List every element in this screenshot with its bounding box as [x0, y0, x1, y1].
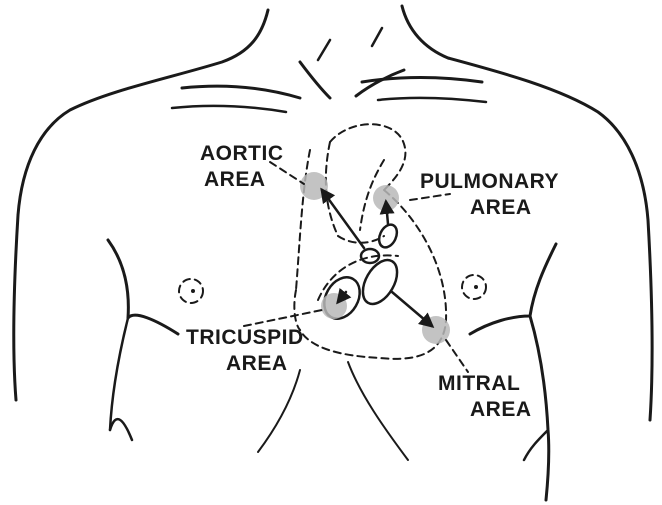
right-side-branch	[524, 430, 548, 460]
neck-line-right	[372, 28, 382, 46]
neck-notch-left	[300, 62, 330, 98]
right-rib-margin	[348, 362, 408, 460]
clavicles	[172, 78, 486, 113]
pulmonary-label-line1: PULMONARY	[420, 170, 559, 193]
tricuspid-label-line1: TRICUSPID	[186, 326, 304, 349]
torso-outline	[14, 6, 652, 420]
heart-outline	[294, 124, 446, 359]
mitral-leader	[446, 340, 468, 372]
aortic-label-line2: AREA	[204, 168, 266, 191]
left-rib-margin	[258, 370, 300, 452]
mitral-label-line1: MITRAL	[438, 372, 520, 395]
left-side-line	[110, 318, 128, 430]
right-clavicle-lower	[378, 98, 486, 102]
mitral-valve	[356, 254, 404, 310]
svc-dashed	[296, 150, 310, 290]
right-side-line	[530, 316, 549, 500]
tricuspid-leader	[244, 310, 322, 326]
heart-border-left-dashed	[294, 290, 300, 330]
atrial-border-dashed	[318, 255, 398, 300]
pulmonary-label-line2: AREA	[470, 196, 532, 219]
mitral-label-line2: AREA	[470, 398, 532, 421]
aortic-label-line1: AORTIC	[200, 142, 284, 165]
right-armpit-line	[470, 244, 556, 334]
rib-margin	[258, 362, 408, 460]
neck-line-left	[318, 40, 330, 60]
aortic-leader	[270, 162, 304, 184]
pulmonary-leader	[410, 194, 450, 200]
left-clavicle	[182, 86, 300, 98]
aortic-arch-dashed	[330, 124, 405, 190]
tricuspid-label-line2: AREA	[226, 352, 288, 375]
pulmonary-valve	[376, 222, 401, 251]
left-armpit-line	[108, 240, 178, 334]
left-side-branch	[110, 419, 132, 440]
mitral-arrow	[392, 292, 432, 326]
aortic-spot	[300, 172, 328, 200]
left-clavicle-lower	[172, 106, 286, 112]
